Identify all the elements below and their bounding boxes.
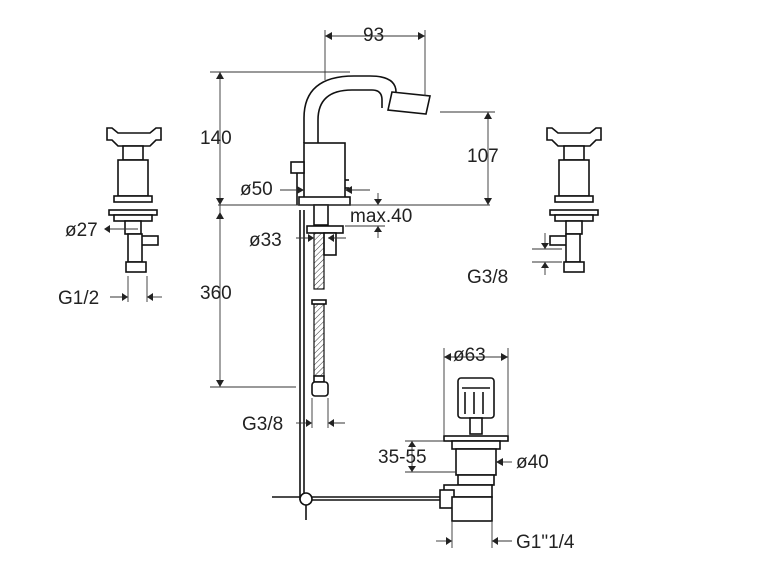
left-valve bbox=[106, 127, 162, 273]
waste-tail bbox=[451, 496, 493, 522]
label-shank-diameter: ø33 bbox=[249, 230, 282, 251]
right-valve-handle bbox=[546, 127, 602, 147]
label-valve-left-thread: G1/2 bbox=[58, 288, 99, 309]
label-valve-flange-diameter: ø27 bbox=[65, 220, 98, 241]
label-waste-body-diameter: ø40 bbox=[516, 452, 549, 473]
left-valve-neck bbox=[122, 145, 144, 161]
right-valve-stem bbox=[565, 233, 581, 263]
supply-hose-lower bbox=[313, 303, 325, 377]
left-valve-outlet bbox=[140, 235, 159, 246]
spout-outer bbox=[303, 75, 397, 143]
body-base bbox=[298, 196, 351, 206]
body-shank bbox=[313, 204, 329, 226]
label-waste-range: 35-55 bbox=[378, 447, 427, 468]
left-valve-nut bbox=[113, 214, 153, 222]
right-valve-neck bbox=[563, 145, 585, 161]
label-spout-height: 107 bbox=[467, 146, 499, 167]
right-valve bbox=[546, 127, 602, 273]
right-valve-nut bbox=[554, 214, 594, 222]
hose-nut bbox=[311, 381, 329, 397]
spout-nozzle bbox=[387, 91, 431, 115]
left-valve-handle bbox=[106, 127, 162, 147]
right-valve-outlet bbox=[549, 235, 568, 246]
label-hose-length: 360 bbox=[200, 283, 232, 304]
body-cylinder bbox=[303, 142, 346, 201]
label-body-diameter: ø50 bbox=[240, 179, 273, 200]
label-waste-thread: G1"1/4 bbox=[516, 532, 575, 553]
shank-nut bbox=[306, 225, 344, 234]
shank-outlet bbox=[323, 232, 337, 256]
left-valve-collar bbox=[113, 195, 153, 203]
popup-knob bbox=[290, 161, 305, 174]
label-valve-right-thread: G3/8 bbox=[467, 267, 508, 288]
right-valve-collar bbox=[554, 195, 594, 203]
right-valve-shank bbox=[565, 220, 583, 235]
waste-plug bbox=[457, 377, 495, 419]
waste-plug-stem bbox=[469, 417, 483, 435]
label-hose-thread: G3/8 bbox=[242, 414, 283, 435]
label-waste-top-diameter: ø63 bbox=[453, 345, 486, 366]
left-valve-shank bbox=[124, 220, 142, 235]
waste-body bbox=[455, 448, 497, 476]
popup-waste bbox=[439, 377, 509, 522]
rod-clamp bbox=[299, 492, 313, 506]
waste-nut bbox=[457, 474, 495, 486]
right-valve-thread bbox=[563, 261, 585, 273]
right-valve-body bbox=[558, 159, 590, 197]
left-valve-body bbox=[117, 159, 149, 197]
spout-inner bbox=[317, 89, 383, 143]
left-valve-thread bbox=[125, 261, 147, 273]
label-deck-thickness: max.40 bbox=[350, 206, 412, 227]
supply-hose-upper bbox=[313, 232, 325, 290]
label-spout-reach: 93 bbox=[363, 25, 384, 46]
hose-ferrule-top bbox=[311, 299, 327, 305]
label-body-height: 140 bbox=[200, 128, 232, 149]
hose-ferrule-bottom bbox=[313, 375, 325, 383]
waste-collar bbox=[451, 440, 501, 450]
left-valve-stem bbox=[127, 233, 143, 263]
